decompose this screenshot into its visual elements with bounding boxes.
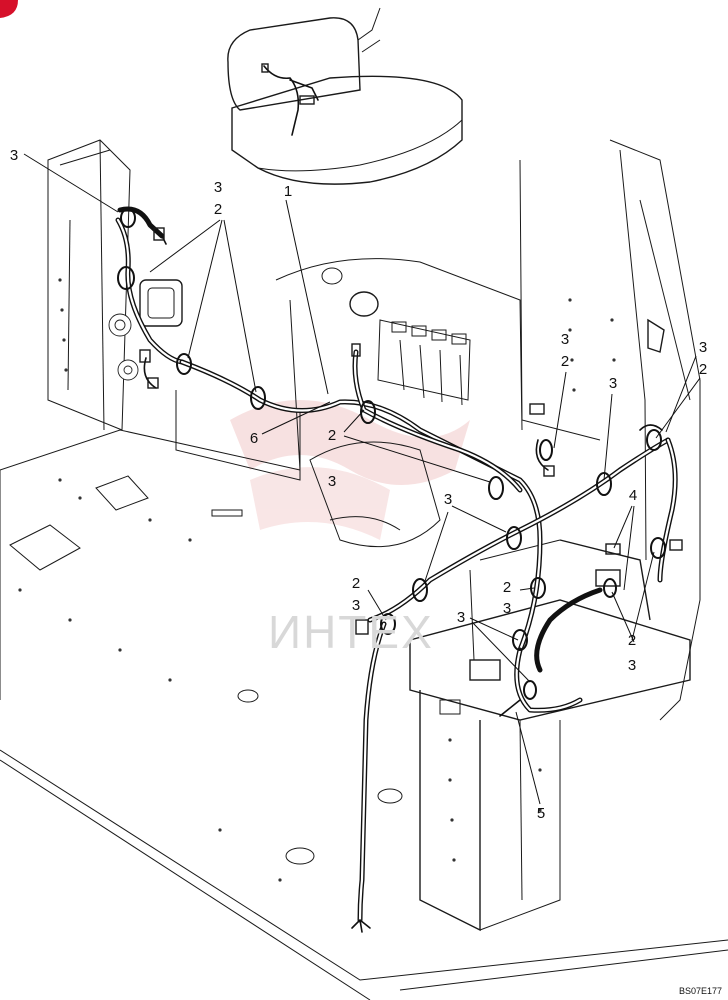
callout-c-3-b: 3 — [328, 473, 336, 490]
callout-c-3-f: 3 — [699, 339, 707, 356]
callout-c-3-i: 3 — [457, 609, 465, 626]
callout-c-2-e: 2 — [352, 575, 360, 592]
watermark-text: ИНТЕХ — [268, 606, 434, 658]
callout-c-3-h: 3 — [503, 600, 511, 617]
callout-c-2-a: 2 — [214, 201, 222, 218]
watermark — [230, 400, 470, 540]
callout-c-3-c: 3 — [444, 491, 452, 508]
callout-leaders — [23, 153, 701, 805]
figure-reference-code: BS07E177 — [679, 986, 722, 996]
corner-badge — [0, 0, 18, 18]
callout-c-3-e: 3 — [609, 375, 617, 392]
callout-c-2-c: 2 — [561, 353, 569, 370]
callout-c-3-d: 3 — [561, 331, 569, 348]
callout-c-6: 6 — [250, 430, 258, 447]
callout-c-3-top-left: 3 — [10, 147, 18, 164]
cab-floor — [0, 429, 728, 1000]
callout-c-3-j: 3 — [628, 657, 636, 674]
callout-c-1: 1 — [284, 183, 292, 200]
callout-labels: 3 3 2 1 6 2 3 3 3 2 3 3 2 4 2 3 2 3 3 2 3 5 — [10, 147, 707, 822]
callout-c-2-b: 2 — [328, 427, 336, 444]
callout-c-2-f: 2 — [503, 579, 511, 596]
callout-c-3-g: 3 — [352, 597, 360, 614]
cab-right-wall — [519, 139, 701, 721]
operator-seat — [227, 7, 463, 185]
cab-rear-panel — [175, 258, 523, 548]
callout-c-2-d: 2 — [699, 361, 707, 378]
callout-c-4: 4 — [629, 487, 637, 504]
controller-bracket — [409, 539, 691, 932]
callout-c-3-a: 3 — [214, 179, 222, 196]
callout-c-2-g: 2 — [628, 632, 636, 649]
cab-left-wall — [47, 139, 183, 431]
harness-clamps — [117, 208, 666, 700]
callout-c-5: 5 — [537, 805, 545, 822]
